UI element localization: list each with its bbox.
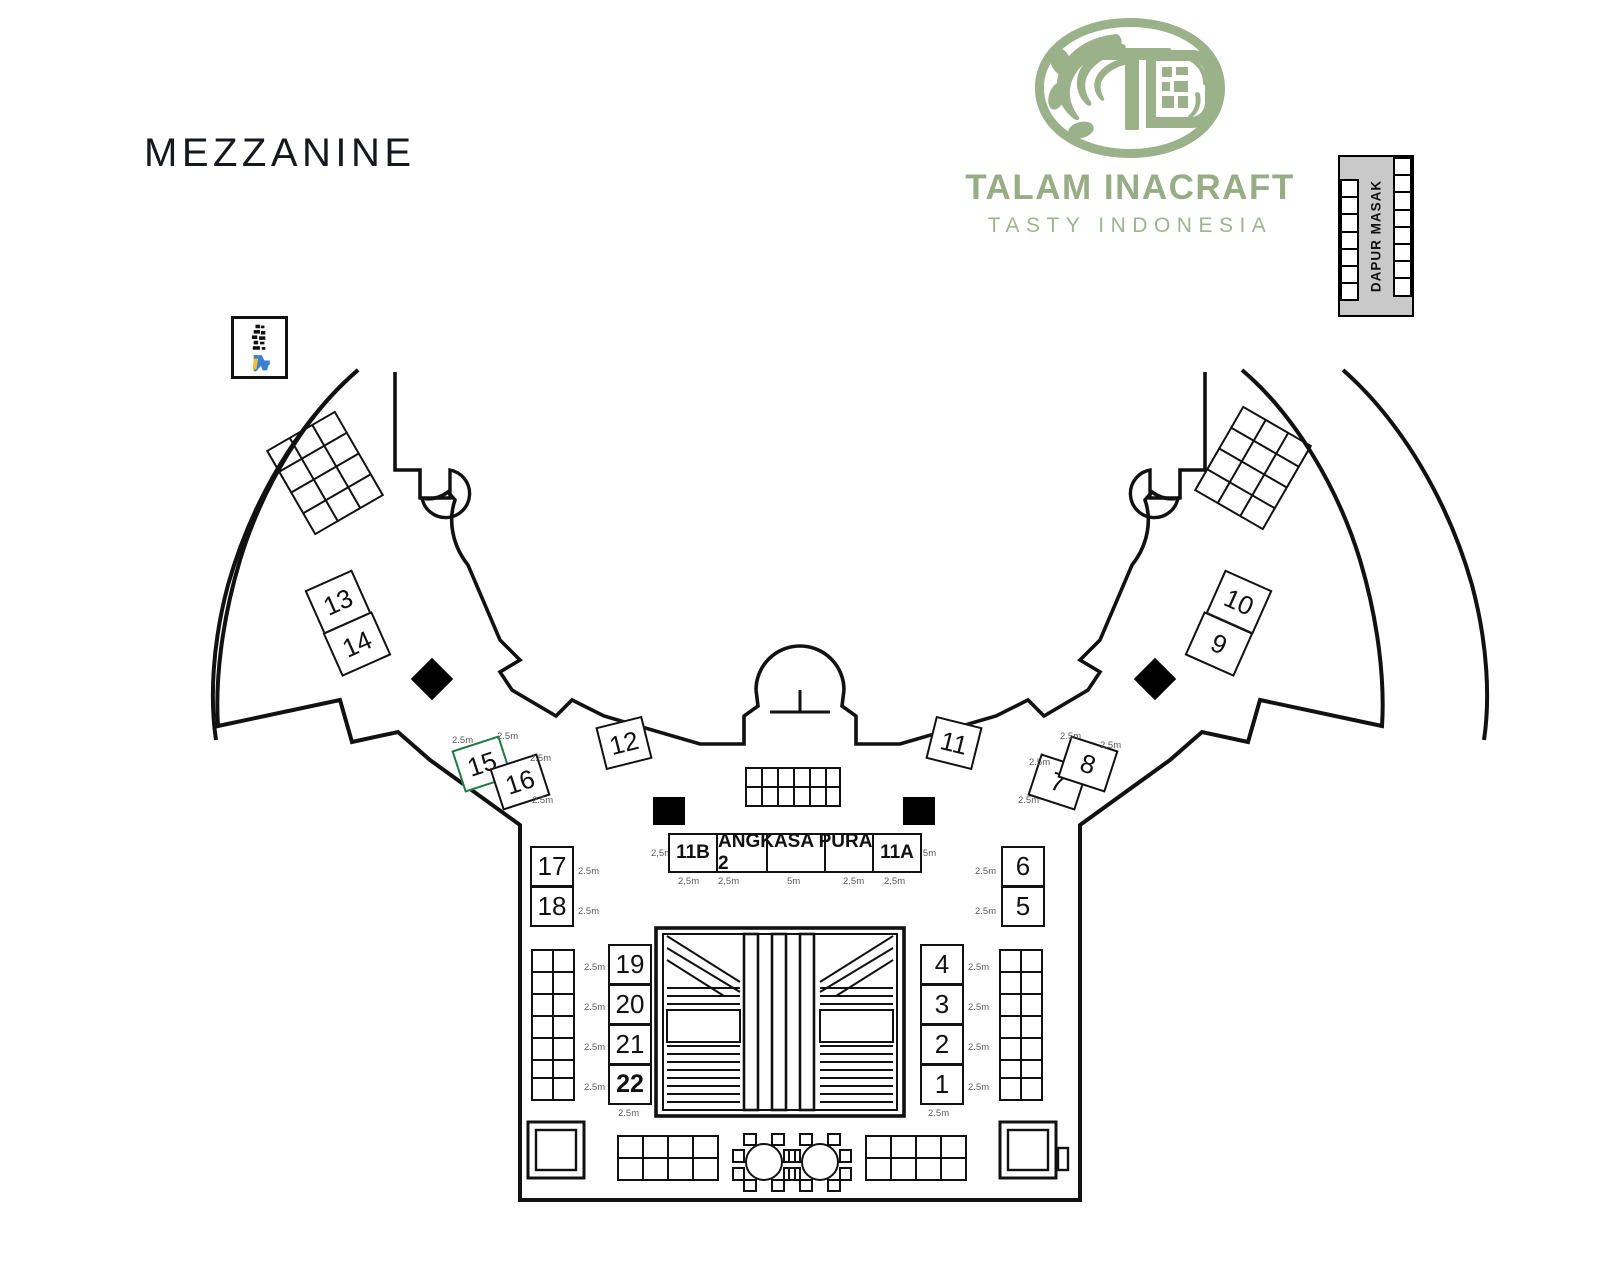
- logo-tagline: TASTY INDONESIA: [987, 214, 1273, 237]
- booth-21-label: 21: [615, 1029, 645, 1059]
- strip-bottom-dim-1: 2,5m: [678, 876, 700, 887]
- booth-20-dim: 2.5m: [584, 1002, 606, 1013]
- strip-bottom-dim-2: 2,5m: [718, 876, 740, 887]
- booth-5-label: 5: [1015, 891, 1031, 921]
- booth-10-label: 10: [1219, 581, 1259, 622]
- strip-bottom-dim-4: 2,5m: [843, 876, 865, 887]
- booth-1[interactable]: 1: [920, 1064, 964, 1105]
- booth-22-dim: 2.5m: [584, 1082, 606, 1093]
- booth-11-label: 11: [937, 724, 971, 761]
- booth-13-label: 13: [318, 581, 358, 622]
- booth-18-label: 18: [537, 891, 567, 921]
- booth-3-dim: 2.5m: [968, 1002, 990, 1013]
- booth-2-label: 2: [934, 1029, 950, 1059]
- page-title: MEZZANINE: [144, 131, 416, 175]
- booth-16-dim-bottom: 2.5m: [532, 795, 554, 806]
- booth-11B-label: 11B: [676, 842, 710, 863]
- booth-6-label: 6: [1015, 851, 1031, 881]
- booth-22[interactable]: 22: [608, 1064, 652, 1105]
- booth-11A-label: 11A: [880, 842, 914, 863]
- strip-bottom-dim-5: 2,5m: [884, 876, 906, 887]
- right-inner-bottom-dim: 2.5m: [928, 1108, 950, 1119]
- booth-2[interactable]: 2: [920, 1024, 964, 1065]
- booth-20-label: 20: [615, 989, 645, 1019]
- booth-4[interactable]: 4: [920, 944, 964, 985]
- booth-17-dim: 2.5m: [578, 866, 600, 877]
- logo-name: TALAM INACRAFT: [965, 168, 1295, 207]
- booth-1-dim: 2.5m: [968, 1082, 990, 1093]
- strip-divider-2: [824, 835, 827, 871]
- booth-15-dim-left: 2.5m: [452, 735, 474, 746]
- strip-divider-1: [766, 835, 769, 871]
- column-block-right: [903, 797, 935, 825]
- booth-19-label: 19: [615, 949, 645, 979]
- strip-dim-right: 2,5m: [915, 848, 937, 859]
- strip-bottom-dim-3: 5m: [787, 876, 801, 887]
- booth-22-label: 22: [616, 1070, 644, 1098]
- booth-9-label: 9: [1206, 626, 1232, 661]
- dapur-masak-area[interactable]: DAPUR MASAK: [1338, 155, 1414, 317]
- left-inner-bottom-dim: 2.5m: [618, 1108, 640, 1119]
- booth-14-label: 14: [337, 623, 377, 664]
- booth-16-dim-right: 2.5m: [530, 753, 552, 764]
- booth-11B[interactable]: 11B: [668, 833, 718, 873]
- booth-6-dim: 2.5m: [975, 866, 997, 877]
- booth-3[interactable]: 3: [920, 984, 964, 1025]
- booth-1-label: 1: [934, 1069, 950, 1099]
- booth-8-label: 8: [1076, 747, 1100, 781]
- booth-18-dim: 2.5m: [578, 906, 600, 917]
- booth-3-label: 3: [934, 989, 950, 1019]
- booth-4-dim: 2.5m: [968, 962, 990, 973]
- booth-21[interactable]: 21: [608, 1024, 652, 1065]
- booth-17[interactable]: 17: [530, 846, 574, 887]
- booth-8-dim-top: 2.5m: [1060, 731, 1082, 742]
- booth-8-dim-right: 2.5m: [1100, 740, 1122, 751]
- booth-12-label: 12: [606, 724, 642, 761]
- booth-angkasa-pura-2[interactable]: ANGKASA PURA 2: [716, 831, 874, 874]
- booth-2-dim: 2.5m: [968, 1042, 990, 1053]
- booth-5[interactable]: 5: [1001, 886, 1045, 927]
- booth-7-dim-left: 2.5m: [1029, 757, 1051, 768]
- talam-monogram-icon: [1035, 18, 1225, 158]
- dapur-masak-left-cells: [1340, 179, 1359, 302]
- booth-20[interactable]: 20: [608, 984, 652, 1025]
- escalator-pictogram-icon: [231, 316, 288, 379]
- booth-19[interactable]: 19: [608, 944, 652, 985]
- booth-17-label: 17: [537, 851, 567, 881]
- booth-11A[interactable]: 11A: [872, 833, 922, 873]
- booth-6[interactable]: 6: [1001, 846, 1045, 887]
- brand-logo: TALAM INACRAFT TASTY INDONESIA: [955, 14, 1305, 284]
- booth-15-dim-top: 2.5m: [497, 731, 519, 742]
- booth-18[interactable]: 18: [530, 886, 574, 927]
- strip-dim-left: 2,5m: [651, 848, 673, 859]
- booth-7-dim-bottom: 2.5m: [1018, 795, 1040, 806]
- dapur-masak-right-cells: [1393, 157, 1412, 297]
- booth-5-dim: 2.5m: [975, 906, 997, 917]
- booth-angkasa-pura-2-label: ANGKASA PURA 2: [718, 831, 872, 874]
- booth-19-dim: 2.5m: [584, 962, 606, 973]
- column-block-left: [653, 797, 685, 825]
- booth-21-dim: 2.5m: [584, 1042, 606, 1053]
- booth-4-label: 4: [934, 949, 950, 979]
